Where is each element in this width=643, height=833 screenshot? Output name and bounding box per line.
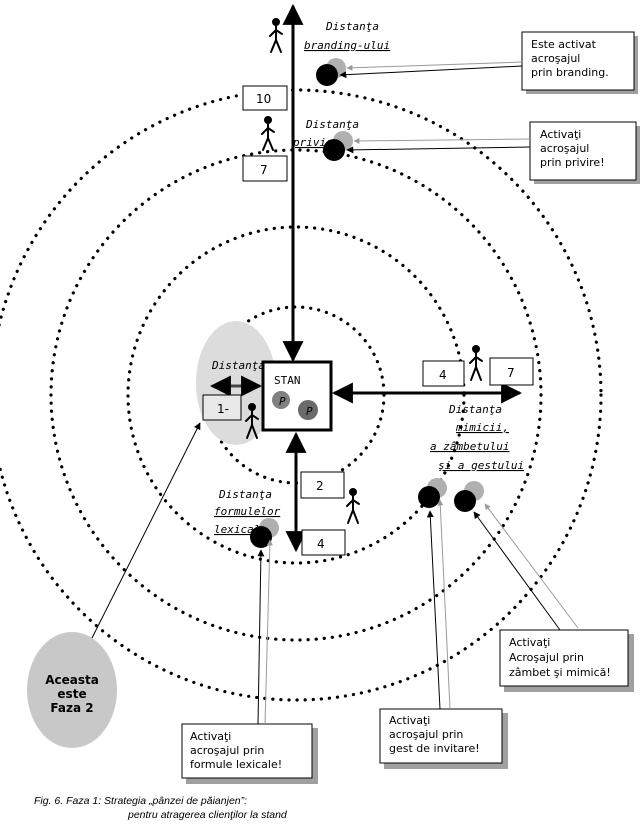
callout-privire-line1: Activaţi: [540, 128, 581, 141]
distance-mimica-label: Distanţa mimicii, a zâmbetului şi a gest…: [430, 403, 524, 472]
person-icon-privire: [261, 116, 275, 151]
distance-privire-line1: Distanţa: [305, 118, 359, 131]
callout-privire: Activaţi acroşajul prin privire!: [529, 121, 640, 184]
callout-privire-line3: prin privire!: [540, 156, 605, 169]
distance-mimica-line3: a zâmbetului: [430, 440, 509, 453]
callout-formule-line1: Activaţi: [190, 730, 231, 743]
number-7-right: 7: [507, 366, 515, 380]
callout-zambet-line3: zâmbet şi mimică!: [509, 666, 611, 679]
callout-zambet-line1: Activaţi: [509, 636, 550, 649]
number-4-bottom: 4: [317, 537, 325, 551]
number-box-7-right: 7: [489, 357, 534, 386]
connector-branding-2: [339, 65, 523, 79]
callout-formule-line2: acroşajul prin: [190, 744, 264, 757]
connector-phase-2: [91, 422, 201, 639]
dot-privire: [323, 131, 353, 161]
phase-2-line3: Faza 2: [50, 701, 93, 715]
distance-left-label: Distanţa: [211, 359, 265, 372]
distance-branding-line1: Distanţa: [325, 20, 379, 33]
callout-gest-line3: gest de invitare!: [389, 742, 480, 755]
connector-gest: [426, 510, 441, 710]
connector-zambet: [473, 511, 561, 631]
callout-branding-line2: acroşajul: [531, 52, 580, 65]
phase-2-ellipse: [27, 632, 117, 748]
callout-zambet-line2: Acroşajul prin: [509, 651, 584, 664]
number-box-2-bottom: 2: [300, 471, 345, 499]
callout-branding-line1: Este activat: [531, 38, 597, 51]
number-10: 10: [256, 92, 271, 106]
distance-mimica-line1: Distanţa: [448, 403, 502, 416]
number-box-7-top: 7: [242, 155, 288, 182]
dot-branding: [316, 58, 346, 86]
connector-formule: [257, 549, 265, 725]
distance-formule-line2: formulelor: [214, 505, 281, 518]
callout-privire-line2: acroşajul: [540, 142, 589, 155]
callout-branding: Este activat acroşajul prin branding.: [521, 31, 638, 94]
stand-box: [261, 360, 333, 432]
callout-gest-line2: acroşajul prin: [389, 728, 463, 741]
stand-title: STAN: [274, 374, 301, 387]
callout-zambet: Activaţi Acroşajul prin zâmbet şi mimică…: [499, 629, 634, 692]
dot-zambet: [454, 481, 484, 512]
number-box-4-right: 4: [422, 360, 465, 387]
phase-2-line2: este: [57, 687, 86, 701]
number-4-right: 4: [439, 368, 447, 382]
number-box-4-bottom: 4: [301, 529, 346, 556]
person-icon-bottom: [346, 488, 360, 524]
connector-privire: [353, 137, 531, 144]
distance-mimica-line4: şi a gestului: [438, 459, 524, 472]
dot-formule: [250, 518, 279, 548]
distance-branding-line2: branding-ului: [304, 39, 390, 52]
connector-zambet-2: [484, 503, 579, 629]
callout-formule-line3: formule lexicale!: [190, 758, 282, 771]
distance-formule-label: Distanţa formulelor lexicale: [214, 488, 281, 536]
ring-3: [49, 148, 543, 642]
number-2-bottom: 2: [316, 479, 324, 493]
ring-4: [0, 88, 603, 702]
callout-gest-line1: Activaţi: [389, 714, 430, 727]
person-icon-top: [269, 18, 283, 53]
person-icon-right: [469, 345, 483, 381]
callout-gest: Activaţi acroşajul prin gest de invitare…: [379, 708, 508, 769]
callout-formule: Activaţi acroşajul prin formule lexicale…: [181, 723, 318, 784]
distance-mimica-line2: mimicii,: [455, 421, 509, 434]
p-circle-1: [272, 391, 290, 409]
p-circle-2: [298, 400, 318, 420]
distance-formule-line1: Distanţa: [218, 488, 272, 501]
connector-privire-2: [346, 146, 531, 154]
person-icon-left: [245, 403, 259, 439]
distance-branding-label: Distanţa branding-ului: [304, 20, 390, 52]
figure-caption-line2: pentru atragerea clienţilor la stand: [127, 809, 288, 821]
dot-gest: [418, 478, 447, 508]
p-label-1: P: [279, 395, 286, 408]
number-1-left: 1-: [217, 402, 229, 416]
figure-caption-line1: Fig. 6. Faza 1: Strategia „pânzei de păi…: [34, 795, 247, 807]
number-box-1-left: 1-: [202, 394, 242, 421]
number-box-10: 10: [242, 85, 288, 111]
number-7-top: 7: [260, 163, 268, 177]
callout-branding-line3: prin branding.: [531, 66, 609, 79]
connector-gest-2: [437, 499, 451, 710]
connector-formule-2: [264, 539, 273, 725]
p-label-2: P: [306, 405, 313, 418]
connector-branding: [346, 61, 523, 71]
phase-2-line1: Aceasta: [45, 673, 99, 687]
